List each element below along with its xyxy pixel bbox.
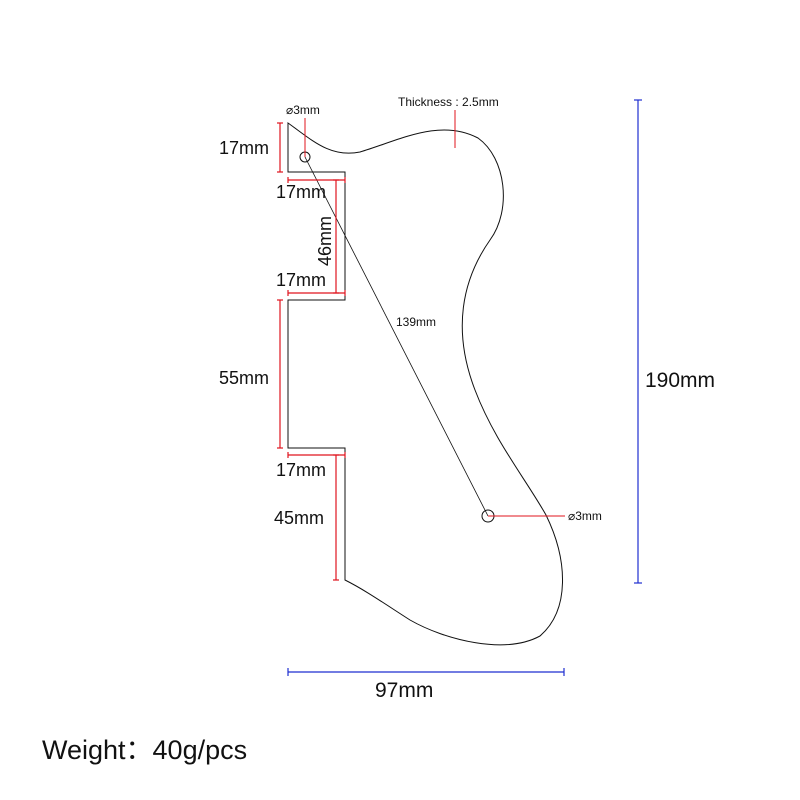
dim-17-vertical-top [277,122,283,173]
dim-17-horizontal-mid [287,290,346,296]
dim-17-label-c: 17mm [276,270,326,290]
diagonal-label: 139mm [396,315,436,329]
dim-17-label-b: 17mm [276,182,326,202]
thickness-label: Thickness : 2.5mm [398,95,499,109]
width-label: 97mm [375,679,433,702]
dim-55-vertical [277,299,283,449]
hole-top-label: ⌀3mm [286,103,320,117]
dim-190-height [634,99,642,584]
hole-bottom-label: ⌀3mm [568,509,602,523]
dim-97-width [287,668,565,676]
pickguard-outline [287,122,563,646]
diagonal-dimension-line [304,156,489,517]
dim-17-label-a: 17mm [219,138,269,158]
dim-45-vertical [333,454,339,581]
height-label: 190mm [645,369,715,392]
dim-17-label-d: 17mm [276,460,326,480]
dim-55-label: 55mm [219,368,269,388]
weight-label: Weight：40g/pcs [42,735,248,765]
dim-45-label: 45mm [274,508,324,528]
dim-46-label: 46mm [315,216,335,266]
